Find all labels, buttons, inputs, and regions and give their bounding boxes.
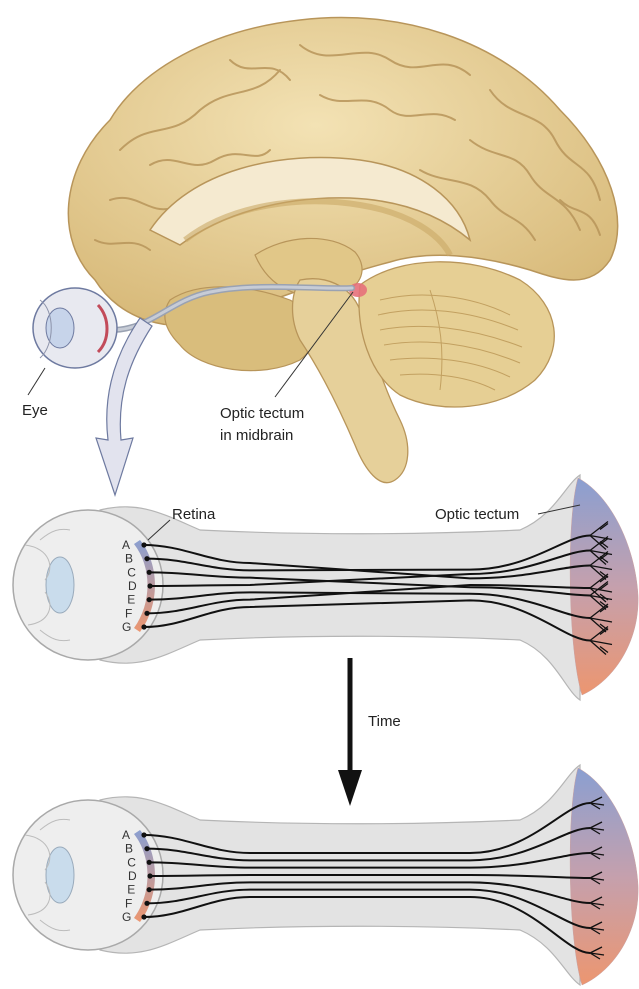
time-label: Time bbox=[368, 713, 401, 730]
retina-point bbox=[141, 624, 146, 629]
retina-point-label: C bbox=[127, 565, 136, 579]
retina-point-label: D bbox=[128, 579, 137, 593]
eyeball-2 bbox=[13, 800, 163, 950]
eye-leader bbox=[28, 368, 45, 395]
retina-point bbox=[147, 597, 152, 602]
eyeball-1 bbox=[13, 510, 163, 660]
retina-point bbox=[147, 860, 152, 865]
tectum-midbrain-label-1: Optic tectum bbox=[220, 405, 304, 422]
retina-point bbox=[141, 542, 146, 547]
retina-point-label: B bbox=[125, 552, 133, 566]
retina-point-label: A bbox=[122, 828, 130, 842]
retina-point-label: B bbox=[125, 842, 133, 856]
retina-point-label: A bbox=[122, 538, 130, 552]
retina-point-label: G bbox=[122, 910, 131, 924]
retina-point-label: E bbox=[127, 883, 135, 897]
retina-point-label: F bbox=[125, 896, 132, 910]
cerebellum bbox=[359, 262, 554, 407]
retina-point bbox=[147, 583, 152, 588]
retina-point bbox=[147, 873, 152, 878]
retina-label: Retina bbox=[172, 506, 216, 523]
optic-tectum-label: Optic tectum bbox=[435, 506, 519, 523]
retina-point bbox=[144, 611, 149, 616]
retina-point-label: D bbox=[128, 869, 137, 883]
small-eye bbox=[33, 288, 117, 368]
retina-point-label: C bbox=[127, 855, 136, 869]
retina-point bbox=[147, 887, 152, 892]
retina-point-label: G bbox=[122, 620, 131, 634]
retina-point bbox=[144, 846, 149, 851]
retina-point bbox=[141, 914, 146, 919]
retina-point-label: E bbox=[127, 593, 135, 607]
time-arrow bbox=[338, 658, 362, 806]
tectum-midbrain-label-2: in midbrain bbox=[220, 427, 293, 444]
retina-point bbox=[147, 570, 152, 575]
retina-point bbox=[141, 832, 146, 837]
eye-label: Eye bbox=[22, 402, 48, 419]
retina-point bbox=[144, 556, 149, 561]
retina-point bbox=[144, 901, 149, 906]
tectum-2 bbox=[570, 768, 638, 985]
retina-point-label: F bbox=[125, 606, 132, 620]
